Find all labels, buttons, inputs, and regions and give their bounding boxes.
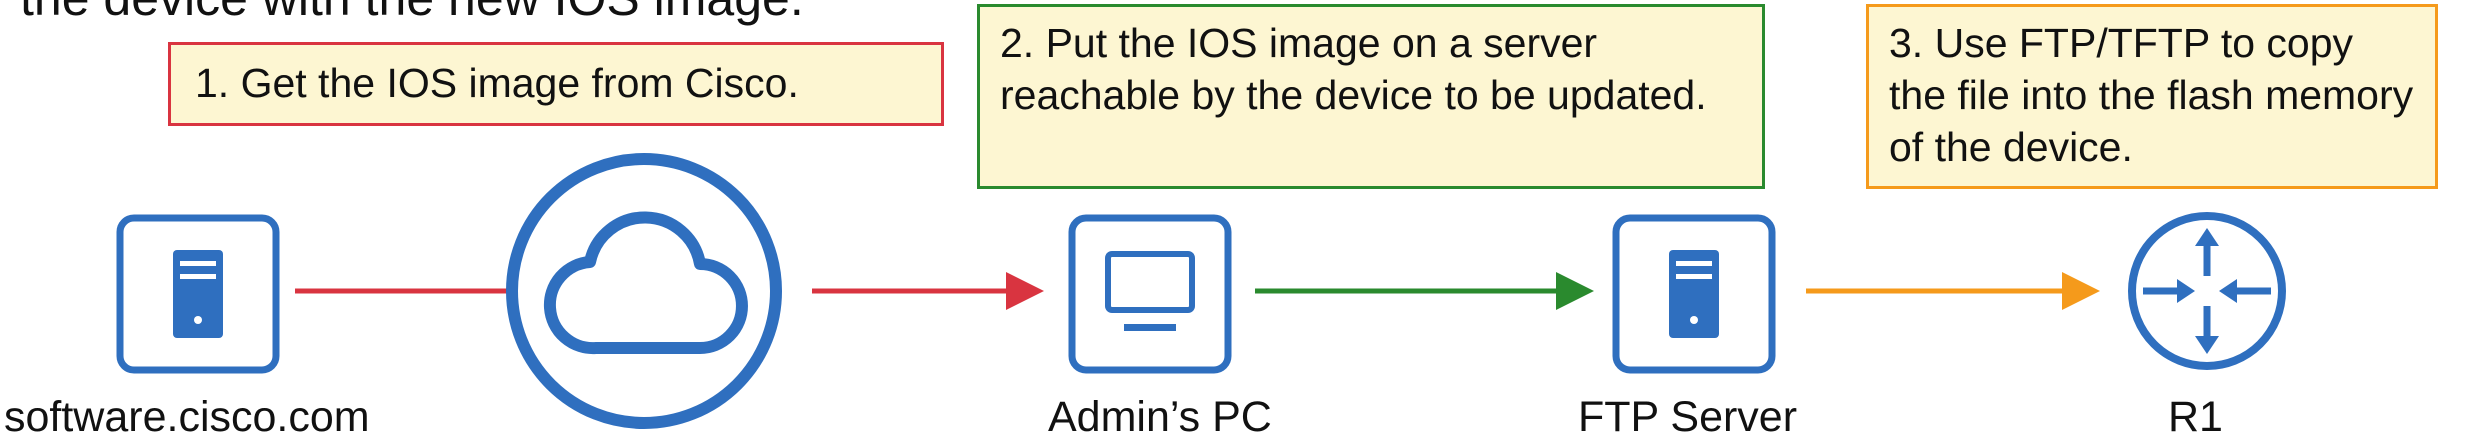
node-label-ftp-server: FTP Server — [1578, 393, 1798, 441]
server-icon — [116, 214, 280, 374]
node-label-software-cisco: software.cisco.com — [4, 393, 370, 441]
node-label-r1: R1 — [2168, 393, 2223, 441]
node-label-admin-pc: Admin’s PC — [1048, 393, 1272, 441]
red-arrowhead — [1006, 272, 1044, 310]
step-2-note: 2. Put the IOS image on a server reachab… — [977, 4, 1765, 189]
orange-arrowhead — [2062, 272, 2100, 310]
router-icon — [2128, 212, 2286, 370]
green-arrowhead — [1556, 272, 1594, 310]
server-icon — [1612, 214, 1776, 374]
monitor-icon — [1068, 214, 1232, 374]
cloud-icon — [506, 153, 782, 429]
step-1-note: 1. Get the IOS image from Cisco. — [168, 42, 944, 126]
top-caption: the device with the new IOS image. — [20, 0, 804, 28]
step-3-note: 3. Use FTP/TFTP to copy the file into th… — [1866, 4, 2438, 189]
